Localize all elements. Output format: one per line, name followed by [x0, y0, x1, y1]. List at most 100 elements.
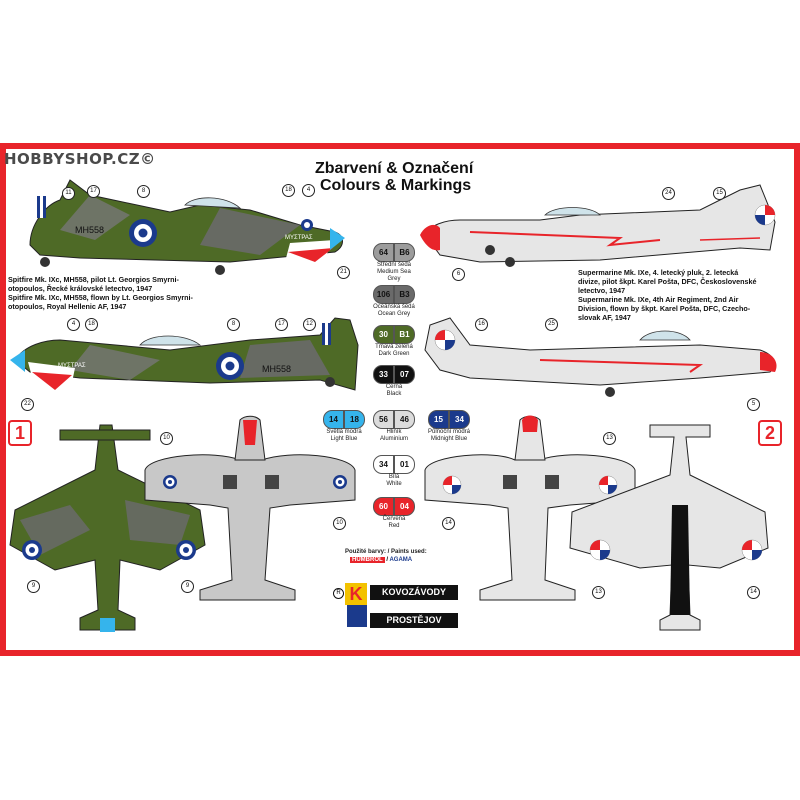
paint-name-czech: Oceánská šedá	[373, 304, 415, 310]
humbrol-code: 30	[373, 325, 394, 344]
agama-brand: AGAMA	[389, 557, 413, 563]
desc-line: divize, pilot škpt. Karel Pošta, DFC, Če…	[578, 277, 757, 286]
callout-marker: 5	[747, 398, 760, 411]
scheme-2-badge: 2	[758, 420, 782, 446]
humbrol-code: 14	[323, 410, 344, 429]
agama-code: 46	[394, 410, 415, 429]
paint-name-english: White	[386, 481, 402, 487]
callout-marker: 11	[62, 187, 75, 200]
paint-name-czech: Půlnoční modrá	[427, 429, 471, 435]
callout-marker: 9	[181, 580, 194, 593]
callout-marker: 24	[662, 187, 675, 200]
agama-code: B1	[394, 325, 415, 344]
callout-marker: 6	[452, 268, 465, 281]
logo-k-mark: K	[345, 583, 367, 605]
paint-name-czech: Střední šedá	[376, 262, 412, 268]
callout-marker: 4	[302, 184, 315, 197]
paint-name-czech: Červená	[382, 516, 406, 522]
paint-name-czech: Hliník	[386, 429, 402, 435]
description-scheme-1: Spitfire Mk. IXc, MH558, pilot Lt. Georg…	[8, 275, 203, 311]
callout-marker: 15	[713, 187, 726, 200]
agama-code: 18	[344, 410, 365, 429]
desc-line: Spitfire Mk. IXc, MH558, flown by Lt. Ge…	[8, 293, 193, 302]
agama-code: 04	[394, 497, 415, 516]
paint-name-english: Dark Green	[378, 351, 410, 357]
greek-spitfire-left-profile: MH558 ΜΥΣΤΡΑΣ	[29, 179, 345, 275]
callout-marker: 25	[545, 318, 558, 331]
title-czech: Zbarvení & Označení	[315, 160, 474, 177]
humbrol-code: 33	[373, 365, 394, 384]
humbrol-code: 56	[373, 410, 394, 429]
agama-code: 01	[394, 455, 415, 474]
humbrol-code: 106	[373, 285, 394, 304]
scheme-1-badge: 1	[8, 420, 32, 446]
aircraft-name-greek: ΜΥΣΤΡΑΣ	[285, 235, 313, 241]
callout-marker: 17	[87, 185, 100, 198]
callout-marker: 13	[603, 432, 616, 445]
callout-marker: 8	[137, 185, 150, 198]
paint-name-czech: Černá	[385, 384, 403, 390]
paint-brands: HUMBROL / AGAMA	[350, 557, 413, 563]
paint-name-english: Aluminium	[379, 436, 408, 442]
aircraft-name-greek: ΜΥΣΤΡΑΣ	[58, 363, 86, 369]
callout-marker: 18	[282, 184, 295, 197]
humbrol-code: 60	[373, 497, 394, 516]
watermark: HOBBYSHOP.CZ©	[4, 150, 156, 168]
logo-blue-bar	[347, 605, 367, 627]
desc-line: Supermarine Mk. IXe, 4th Air Regiment, 2…	[578, 295, 739, 304]
greek-spitfire-right-profile: MH558 ΜΥΣΤΡΑΣ	[10, 317, 359, 392]
paint-name-czech: Tmavá zelená	[375, 344, 413, 350]
serial-number: MH558	[262, 364, 291, 374]
title-english: Colours & Markings	[320, 177, 472, 194]
callout-marker: 18	[85, 318, 98, 331]
desc-line: slovak AF, 1947	[578, 313, 631, 322]
desc-line: Supermarine Mk. IXe, 4. letecký pluk, 2.…	[578, 268, 739, 277]
greek-spitfire-top-view	[9, 424, 206, 632]
callout-marker: 10	[160, 432, 173, 445]
callout-marker: 14	[747, 586, 760, 599]
serial-number: MH558	[75, 225, 104, 235]
paint-name-english: Medium Sea Grey	[377, 269, 411, 282]
registered-mark: R	[333, 588, 344, 599]
paint-name-english: Black	[386, 391, 402, 397]
paints-used-label: Použité barvy: / Paints used:	[345, 549, 427, 555]
agama-code: 07	[394, 365, 415, 384]
agama-code: B3	[394, 285, 415, 304]
czech-spitfire-left-profile	[424, 317, 777, 397]
humbrol-brand: HUMBROL	[350, 557, 385, 563]
paint-name-english: Ocean Grey	[377, 311, 411, 317]
paint-name-czech: Bílá	[388, 474, 400, 480]
paint-name-english: Light Blue	[330, 436, 358, 442]
desc-line: otopoulos, Řecké královské letectvo, 194…	[8, 284, 153, 293]
czech-spitfire-top-view	[569, 424, 769, 631]
humbrol-code: 64	[373, 243, 394, 262]
description-scheme-2: Supermarine Mk. IXe, 4. letecký pluk, 2.…	[578, 268, 783, 322]
callout-marker: 16	[475, 318, 488, 331]
desc-line: otopoulos, Royal Hellenic AF, 1947	[8, 302, 127, 311]
agama-code: B6	[394, 243, 415, 262]
humbrol-code: 34	[373, 455, 394, 474]
paint-name-czech: Světlá modrá	[326, 429, 362, 435]
callout-marker: 22	[21, 398, 34, 411]
agama-code: 34	[449, 410, 470, 429]
callout-marker: 21	[337, 266, 350, 279]
czech-spitfire-right-profile	[420, 184, 776, 267]
callout-marker: 9	[27, 580, 40, 593]
callout-marker: 4	[67, 318, 80, 331]
